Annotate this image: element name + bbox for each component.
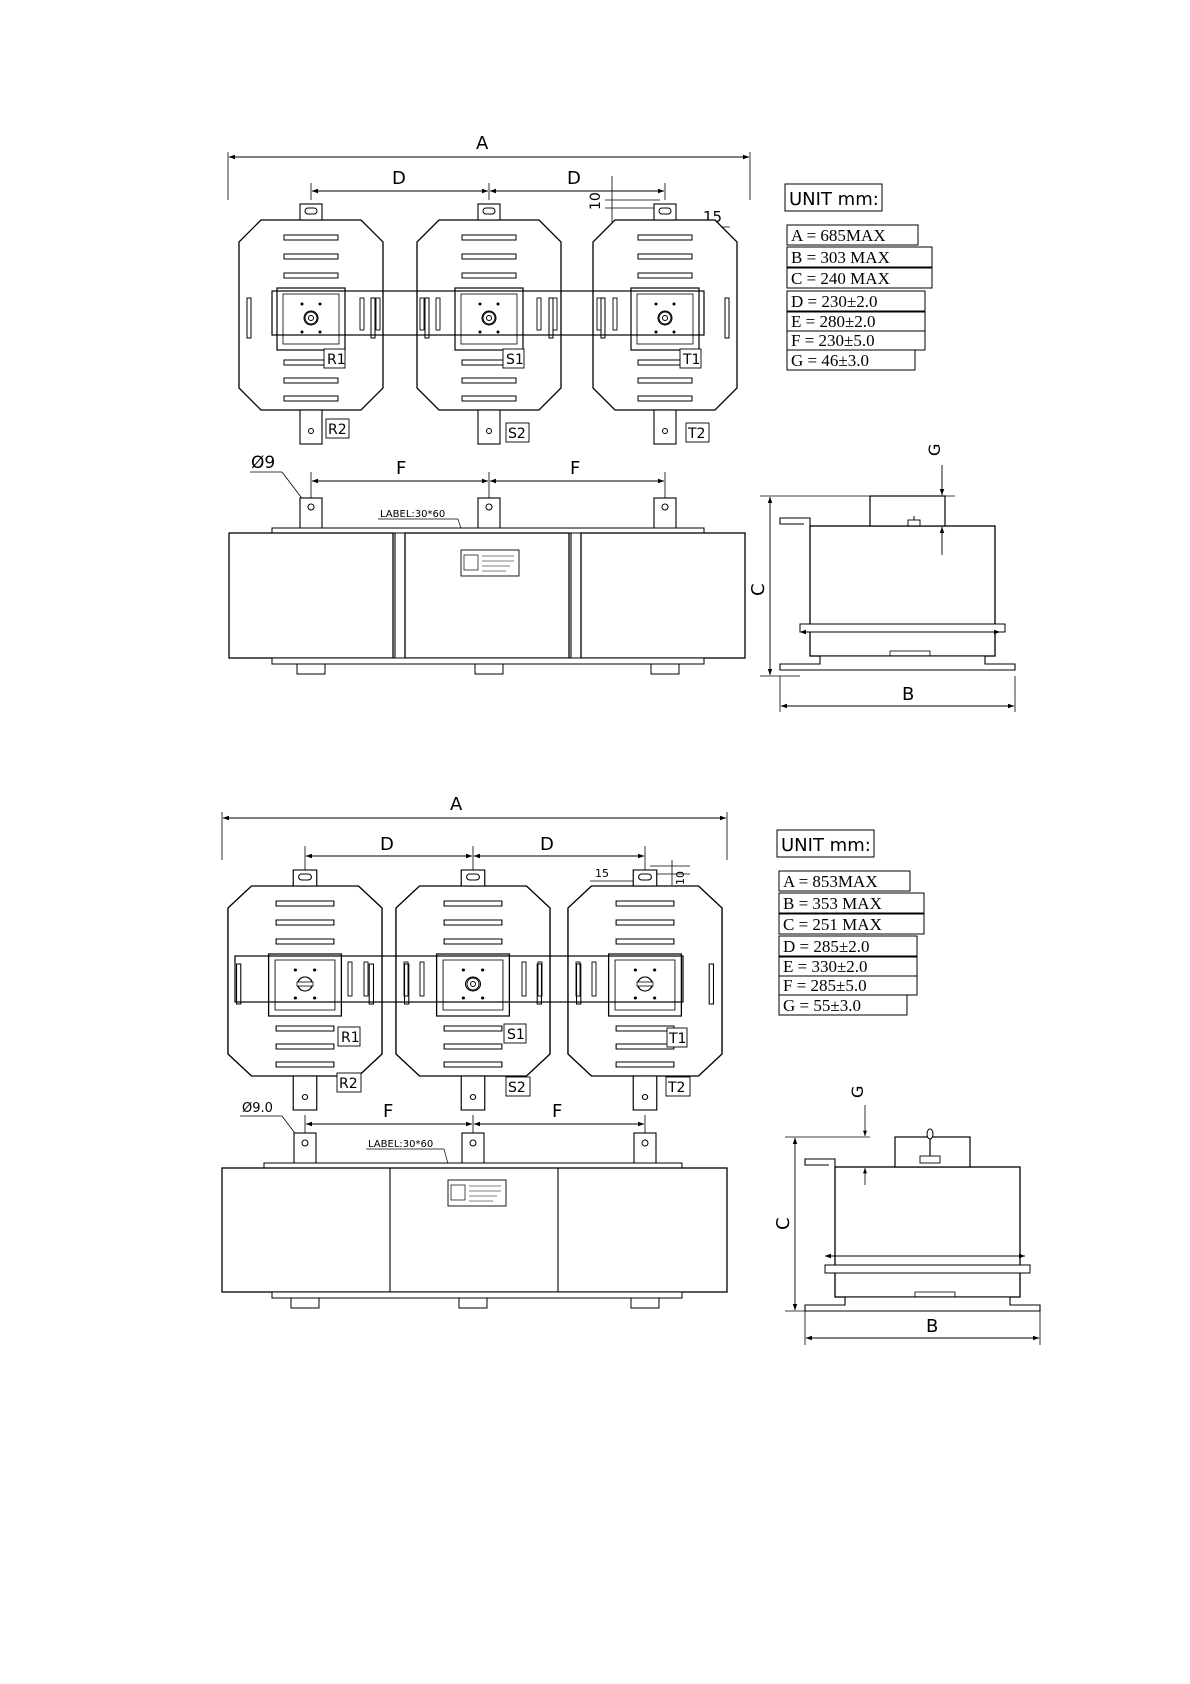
dim-a-label: A [450, 794, 463, 815]
drawing-2: A D D 15 10 [222, 794, 1040, 1345]
terminal-s1: S1 [506, 352, 524, 368]
hole-diameter-label: Ø9 [251, 453, 275, 473]
spec-a: A = 685MAX [791, 226, 886, 245]
dim-g-label: G [848, 1086, 867, 1098]
dim-b-label: B [902, 684, 914, 705]
terminal-t2: T2 [687, 426, 705, 442]
side-view-1: C B G [748, 444, 1015, 712]
dim-d-2: D D [305, 834, 645, 870]
spec-a: A = 853MAX [783, 872, 878, 891]
spec-c: C = 240 MAX [791, 269, 890, 288]
terminal-r2: R2 [328, 422, 347, 438]
front-view-1: Ø9 F F LABEL:30*60 [229, 453, 745, 674]
unit-box-2: UNIT mm: [777, 830, 874, 857]
label-callout: LABEL:30*60 [380, 509, 445, 520]
dim-f-label-left: F [383, 1101, 393, 1122]
dim-g-label: G [925, 444, 944, 456]
dim-d-label-right: D [567, 168, 581, 189]
slot-width-label: 15 [595, 867, 609, 880]
dim-f-label-right: F [552, 1101, 562, 1122]
dim-b-label: B [926, 1316, 938, 1337]
dim-f-label-right: F [570, 458, 580, 479]
spec-f: F = 285±5.0 [783, 976, 867, 995]
label-callout: LABEL:30*60 [368, 1139, 433, 1150]
side-view-2: C B G [773, 1086, 1040, 1345]
terminal-r1: R1 [327, 352, 346, 368]
spec-table-1: A = 685MAX B = 303 MAX C = 240 MAX D = 2… [787, 225, 932, 370]
dim-d-label-right: D [540, 834, 554, 855]
unit-box-1: UNIT mm: [785, 184, 882, 211]
spec-b: B = 303 MAX [791, 248, 890, 267]
hole-diameter-label: Ø9.0 [242, 1101, 273, 1116]
terminal-t1: T1 [668, 1031, 686, 1047]
drawing-1: A D D 10 15 [228, 133, 1015, 712]
slot-height-label: 10 [674, 871, 687, 885]
dim-a-label: A [476, 133, 489, 154]
spec-b: B = 353 MAX [783, 894, 882, 913]
spec-f: F = 230±5.0 [791, 331, 875, 350]
unit-label: UNIT mm: [781, 835, 871, 856]
slot-height-label: 10 [588, 192, 604, 210]
spec-d: D = 230±2.0 [791, 292, 877, 311]
spec-g: G = 55±3.0 [783, 996, 861, 1015]
dim-d-label-left: D [380, 834, 394, 855]
dim-a-2: A [222, 794, 727, 860]
terminal-s2: S2 [508, 1080, 526, 1096]
spec-e: E = 330±2.0 [783, 957, 868, 976]
front-view-2: Ø9.0 F F LABEL:30*60 [222, 1101, 727, 1308]
dim-c-label: C [748, 583, 769, 596]
dim-c-label: C [773, 1217, 794, 1230]
spec-g: G = 46±3.0 [791, 351, 869, 370]
terminal-t2: T2 [667, 1080, 685, 1096]
terminal-s1: S1 [507, 1027, 525, 1043]
spec-d: D = 285±2.0 [783, 937, 869, 956]
terminal-s2: S2 [508, 426, 526, 442]
terminal-t1: T1 [682, 352, 700, 368]
dim-d-label-left: D [392, 168, 406, 189]
spec-table-2: A = 853MAX B = 353 MAX C = 251 MAX D = 2… [779, 871, 924, 1015]
spec-e: E = 280±2.0 [791, 312, 876, 331]
terminal-r2: R2 [339, 1076, 358, 1092]
terminal-r1: R1 [341, 1030, 360, 1046]
dim-f-label-left: F [396, 458, 406, 479]
unit-label: UNIT mm: [789, 189, 879, 210]
spec-c: C = 251 MAX [783, 915, 882, 934]
